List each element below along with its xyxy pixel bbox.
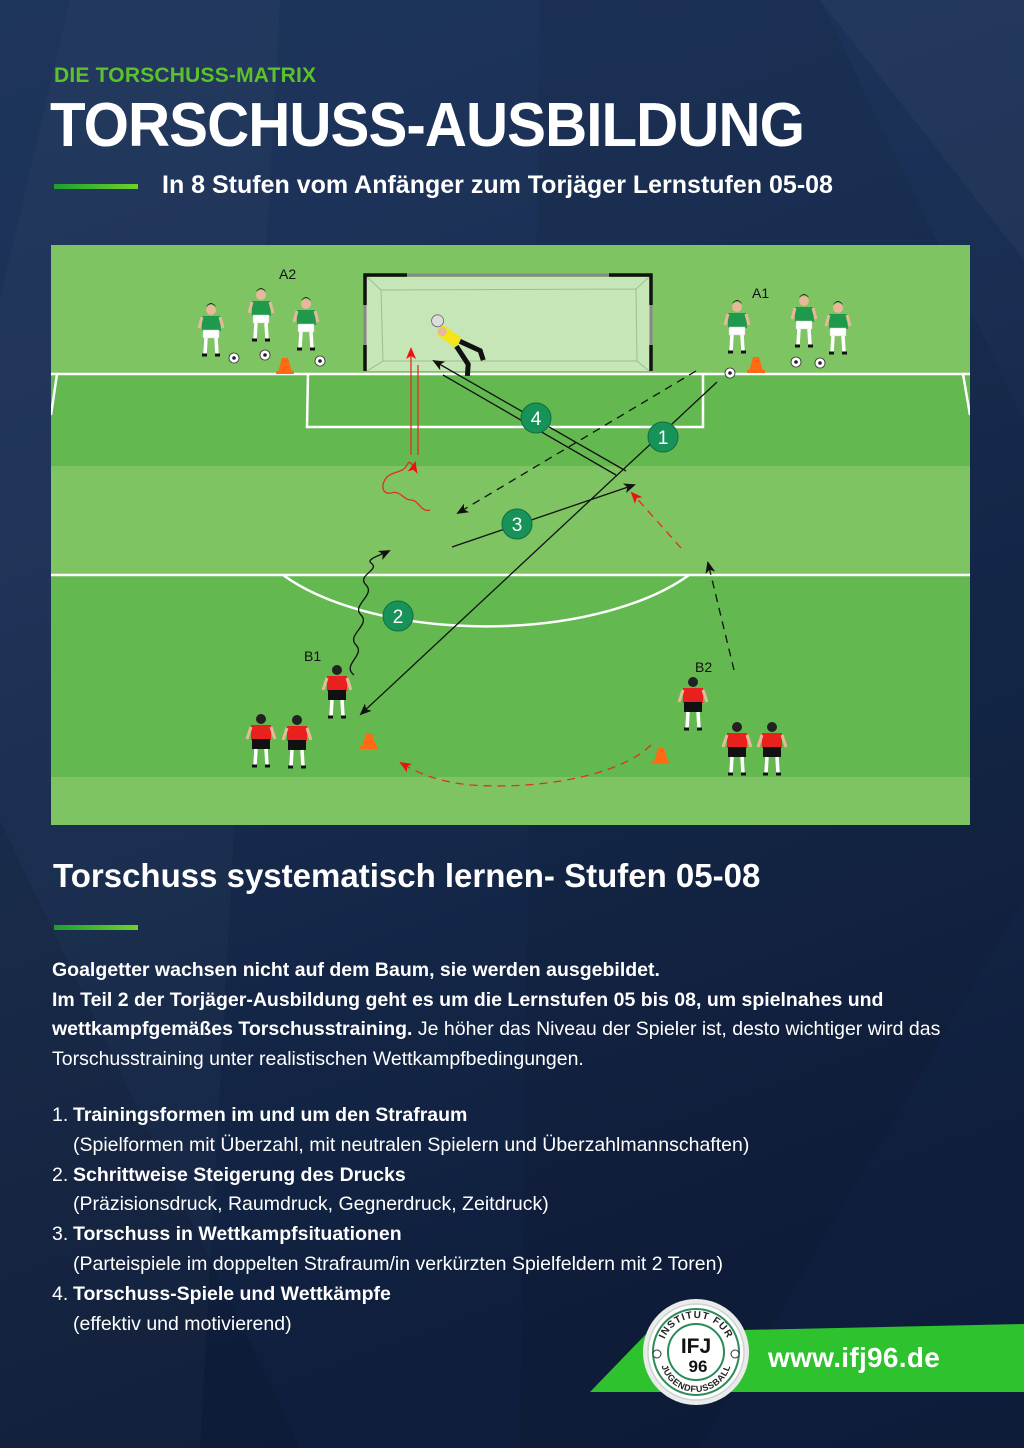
- page-title: TORSCHUSS-AUSBILDUNG: [50, 91, 805, 160]
- list-item-heading: Torschuss in Wettkampfsituationen: [73, 1223, 402, 1246]
- list-item-detail: (Spielformen mit Überzahl, mit neutralen…: [73, 1133, 750, 1156]
- goal: [363, 273, 653, 372]
- list-item-detail: (effektiv und motivierend): [73, 1312, 292, 1335]
- group-label-a2: A2: [279, 266, 296, 282]
- list-item: 2.Schrittweise Steigerung des Drucks (Pr…: [52, 1161, 932, 1221]
- list-item: 3.Torschuss in Wettkampfsituationen (Par…: [52, 1220, 932, 1280]
- list-item-heading: Schrittweise Steigerung des Drucks: [73, 1163, 406, 1186]
- step-badge-1: 1: [647, 421, 679, 453]
- group-label-a1: A1: [752, 285, 769, 301]
- list-item: 4.Torschuss-Spiele und Wettkämpfe (effek…: [52, 1280, 932, 1340]
- group-label-b2: B2: [695, 659, 712, 675]
- group-label-b1: B1: [304, 648, 321, 664]
- svg-text:3: 3: [512, 515, 523, 536]
- intro-body: Je höher das Niveau der Spieler ist, des…: [52, 1018, 941, 1070]
- step-badge-4: 4: [520, 402, 552, 434]
- svg-text:2: 2: [393, 607, 404, 628]
- intro-emphasis: Im Teil 2 der Torjäger-Ausbildung geht e…: [52, 988, 884, 1041]
- accent-bar: [54, 184, 138, 189]
- svg-text:1: 1: [658, 428, 669, 449]
- step-badge-3: 3: [501, 508, 533, 540]
- list-item-heading: Torschuss-Spiele und Wettkämpfe: [73, 1282, 391, 1305]
- list-item-detail: (Parteispiele im doppelten Strafraum/in …: [73, 1252, 723, 1275]
- training-diagram: A2 A1 B1 B2: [51, 245, 970, 825]
- stage-list: 1.Trainingsformen im und um den Strafrau…: [52, 1101, 932, 1339]
- ifj96-logo: INSTITUT FÜR JUGENDFUSSBALL IFJ 96: [643, 1299, 749, 1405]
- list-item: 1.Trainingsformen im und um den Strafrau…: [52, 1101, 932, 1161]
- logo-number: 96: [689, 1357, 708, 1376]
- list-item-heading: Trainingsformen im und um den Strafraum: [73, 1104, 468, 1126]
- website-link[interactable]: www.ifj96.de: [768, 1342, 941, 1373]
- page-subtitle: In 8 Stufen vom Anfänger zum Torjäger Le…: [162, 171, 833, 199]
- logo-mark: IFJ: [681, 1335, 711, 1358]
- list-item-detail: (Präzisionsdruck, Raumdruck, Gegnerdruck…: [73, 1193, 549, 1216]
- ball-icon: [730, 1349, 740, 1359]
- accent-bar: [54, 925, 138, 930]
- kicker-label: DIE TORSCHUSS-MATRIX: [54, 64, 317, 87]
- intro-paragraph: Goalgetter wachsen nicht auf dem Baum, s…: [52, 956, 972, 1074]
- svg-text:4: 4: [531, 409, 542, 430]
- intro-lead: Goalgetter wachsen nicht auf dem Baum, s…: [52, 959, 660, 981]
- goalkeeper: [431, 314, 486, 377]
- step-badge-2: 2: [382, 600, 414, 632]
- ball-icon: [652, 1349, 662, 1359]
- section-title: Torschuss systematisch lernen- Stufen 05…: [53, 857, 761, 894]
